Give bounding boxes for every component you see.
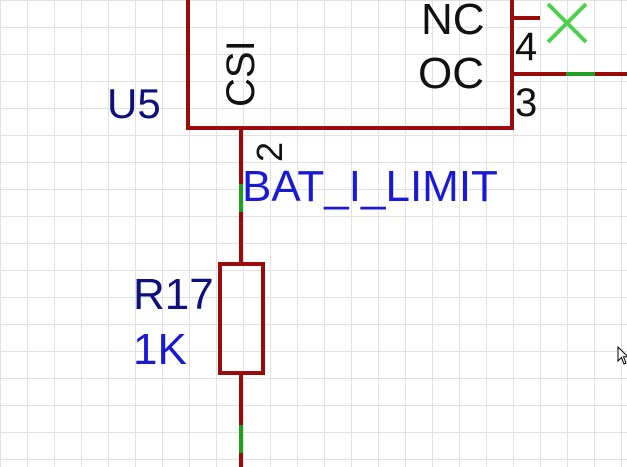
u5-pin-nc-name: NC	[421, 0, 485, 44]
r17-value[interactable]: 1K	[133, 325, 187, 374]
no-connect-icon	[546, 2, 588, 44]
u5-pin-oc-name: OC	[418, 49, 484, 98]
u5-pin-csi-name: CSI	[219, 40, 263, 107]
net-label[interactable]: BAT_I_LIMIT	[242, 162, 498, 211]
mouse-pointer-icon	[617, 346, 627, 365]
u5-body[interactable]	[186, 0, 514, 130]
r17-body[interactable]	[218, 262, 265, 375]
r17-designator[interactable]: R17	[133, 270, 214, 319]
u5-pin-csi-number: 2	[249, 142, 290, 162]
u5-pin-nc-number: 4	[515, 25, 537, 69]
u5-pin-oc-number: 3	[515, 81, 537, 125]
u5-designator[interactable]: U5	[107, 80, 161, 127]
